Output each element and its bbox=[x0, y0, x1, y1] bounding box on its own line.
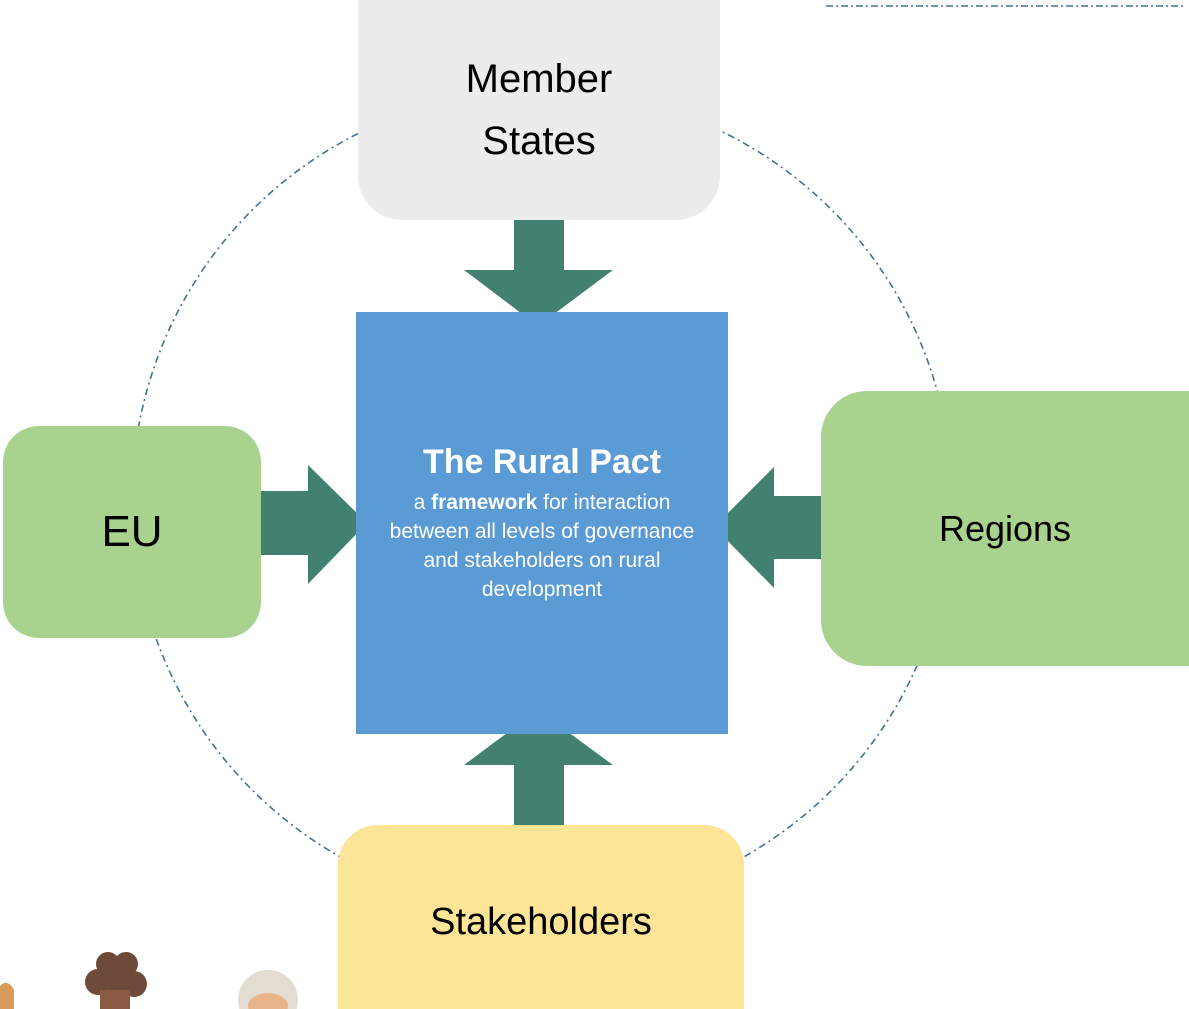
stakeholders-label: Stakeholders bbox=[430, 900, 652, 943]
desc-bold-framework: framework bbox=[431, 490, 538, 514]
desc-prefix: a bbox=[413, 490, 432, 514]
member-states-label-line1: Member bbox=[465, 57, 613, 101]
rural-pact-box: The Rural Pact a framework for interacti… bbox=[356, 312, 728, 734]
arrow-stakeholders bbox=[464, 710, 613, 862]
rural-pact-title: The Rural Pact bbox=[422, 442, 662, 481]
arrow-member-states bbox=[464, 190, 613, 326]
member-states-label-line2: States bbox=[482, 119, 596, 163]
people-illustration-icon bbox=[0, 952, 298, 1009]
eu-node: EU bbox=[3, 426, 261, 638]
regions-label: Regions bbox=[938, 507, 1072, 549]
stakeholders-node: Stakeholders bbox=[338, 825, 744, 1009]
desc-rest: for interaction between all levels of go… bbox=[389, 490, 695, 601]
regions-node: Regions bbox=[821, 391, 1189, 666]
eu-label: EU bbox=[101, 507, 163, 556]
member-states-node: Member States bbox=[358, 0, 720, 220]
rural-pact-description: a framework for interaction between all … bbox=[377, 488, 707, 604]
